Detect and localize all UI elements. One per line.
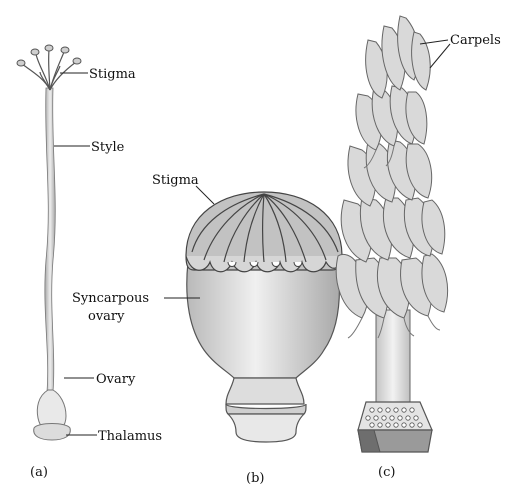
pistil-c-carpels bbox=[336, 16, 447, 318]
pistil-c: Carpels (c) bbox=[336, 16, 500, 480]
pistil-a-style bbox=[45, 88, 55, 392]
caption-b: (b) bbox=[246, 471, 264, 486]
label-a-ovary: Ovary bbox=[96, 372, 136, 387]
pistil-c-column bbox=[376, 310, 410, 402]
pistil-a-stigma bbox=[22, 50, 76, 90]
label-c-carpels: Carpels bbox=[450, 33, 501, 48]
label-a-stigma: Stigma bbox=[89, 67, 136, 82]
label-a-thalamus: Thalamus bbox=[98, 429, 162, 444]
pistil-b-ovary bbox=[187, 262, 340, 378]
label-b-ovary-1: Syncarpous bbox=[72, 291, 149, 306]
caption-c: (c) bbox=[378, 465, 395, 480]
caption-a: (a) bbox=[30, 465, 48, 480]
label-b-ovary-2: ovary bbox=[88, 309, 125, 324]
label-b-stigma: Stigma bbox=[152, 173, 199, 188]
pistil-a-thalamus bbox=[34, 424, 71, 441]
label-a-style: Style bbox=[91, 140, 125, 155]
pistil-a: Stigma Style Ovary Thalamus (a) bbox=[17, 45, 162, 480]
